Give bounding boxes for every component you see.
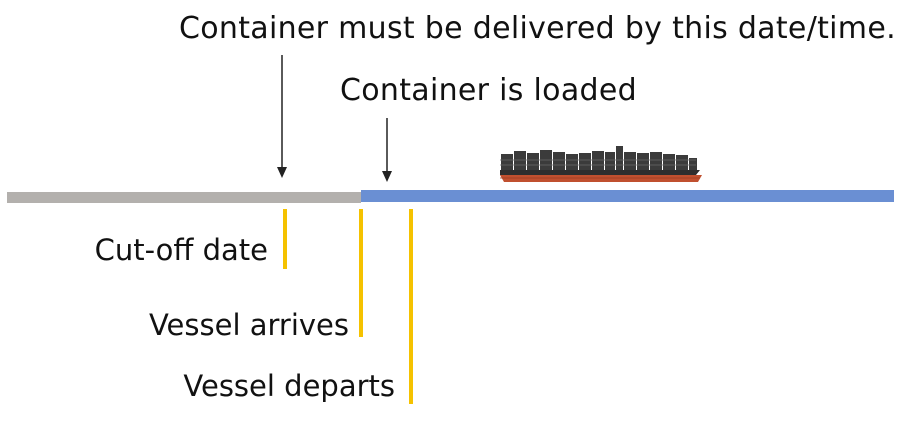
timeline-after-segment	[361, 190, 894, 202]
delivery-deadline-label: Container must be delivered by this date…	[179, 11, 896, 46]
vessel-departs-marker	[409, 209, 413, 404]
vessel-arrives-marker	[359, 209, 363, 337]
container-loaded-label: Container is loaded	[340, 73, 637, 108]
vessel-departs-label: Vessel departs	[183, 369, 395, 403]
container-ship-icon	[500, 146, 702, 182]
timeline-before-segment	[7, 192, 361, 203]
container-loaded-arrow	[382, 118, 392, 182]
cutoff-date-label: Cut-off date	[94, 233, 268, 267]
cutoff-date-marker	[283, 209, 287, 269]
delivery-deadline-arrow	[277, 55, 287, 178]
vessel-arrives-label: Vessel arrives	[148, 308, 349, 342]
